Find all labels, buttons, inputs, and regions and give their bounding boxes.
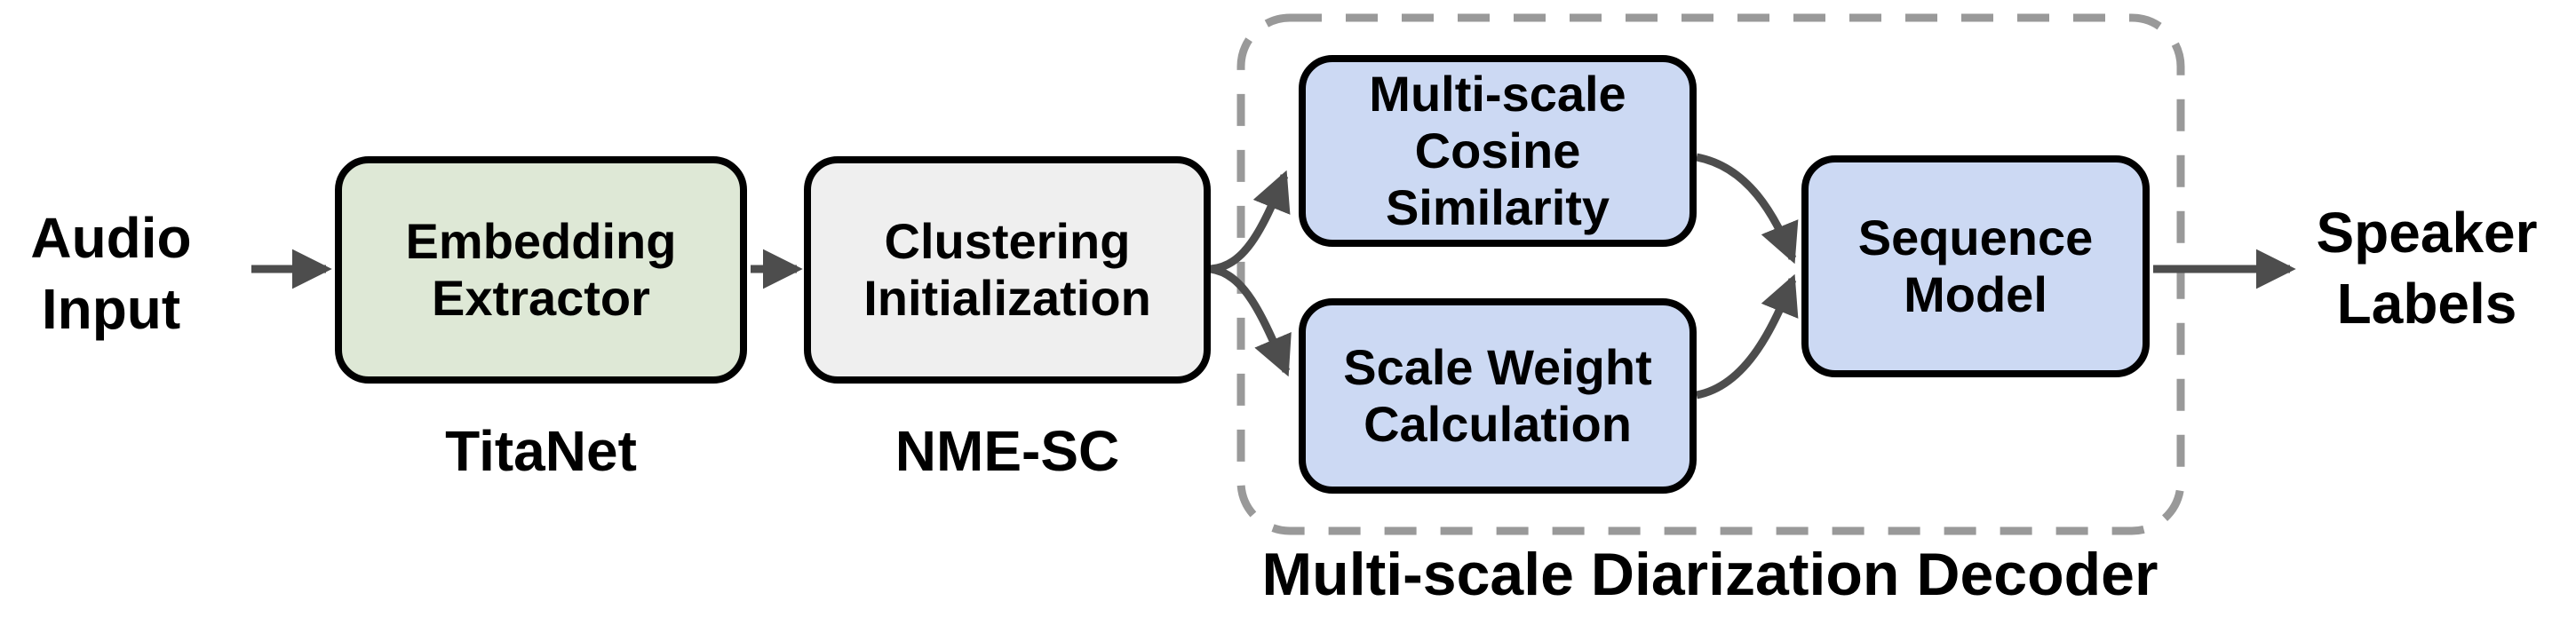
scale-weight-calculation-node: Scale Weight Calculation xyxy=(1299,298,1697,494)
multi-scale-cosine-similarity-node: Multi-scale Cosine Similarity xyxy=(1299,55,1697,247)
audio-input-label: Audio Input xyxy=(30,206,192,341)
clustering-initialization-node: Clustering Initialization xyxy=(804,156,1211,384)
edge-clustering-initialization-to-multi-scale-cosine-similarity xyxy=(1210,170,1291,273)
embedding-extractor-node: Embedding Extractor xyxy=(335,156,747,384)
edge-clustering-initialization-to-scale-weight-calculation xyxy=(1210,265,1292,377)
speaker-labels-label: Speaker Labels xyxy=(2316,201,2538,336)
edge-scale-weight-calculation-to-sequence-model xyxy=(1695,273,1799,400)
msdd-dashed-container xyxy=(1236,13,2185,535)
sequence-model-node: Sequence Model xyxy=(1801,155,2150,377)
msdd-container-caption: Multi-scale Diarization Decoder xyxy=(1261,541,2159,608)
nme-sc-sublabel: NME-SC xyxy=(894,419,1120,483)
titanet-sublabel: TitaNet xyxy=(445,419,637,483)
edge-multi-scale-cosine-similarity-to-sequence-model xyxy=(1696,153,1799,265)
